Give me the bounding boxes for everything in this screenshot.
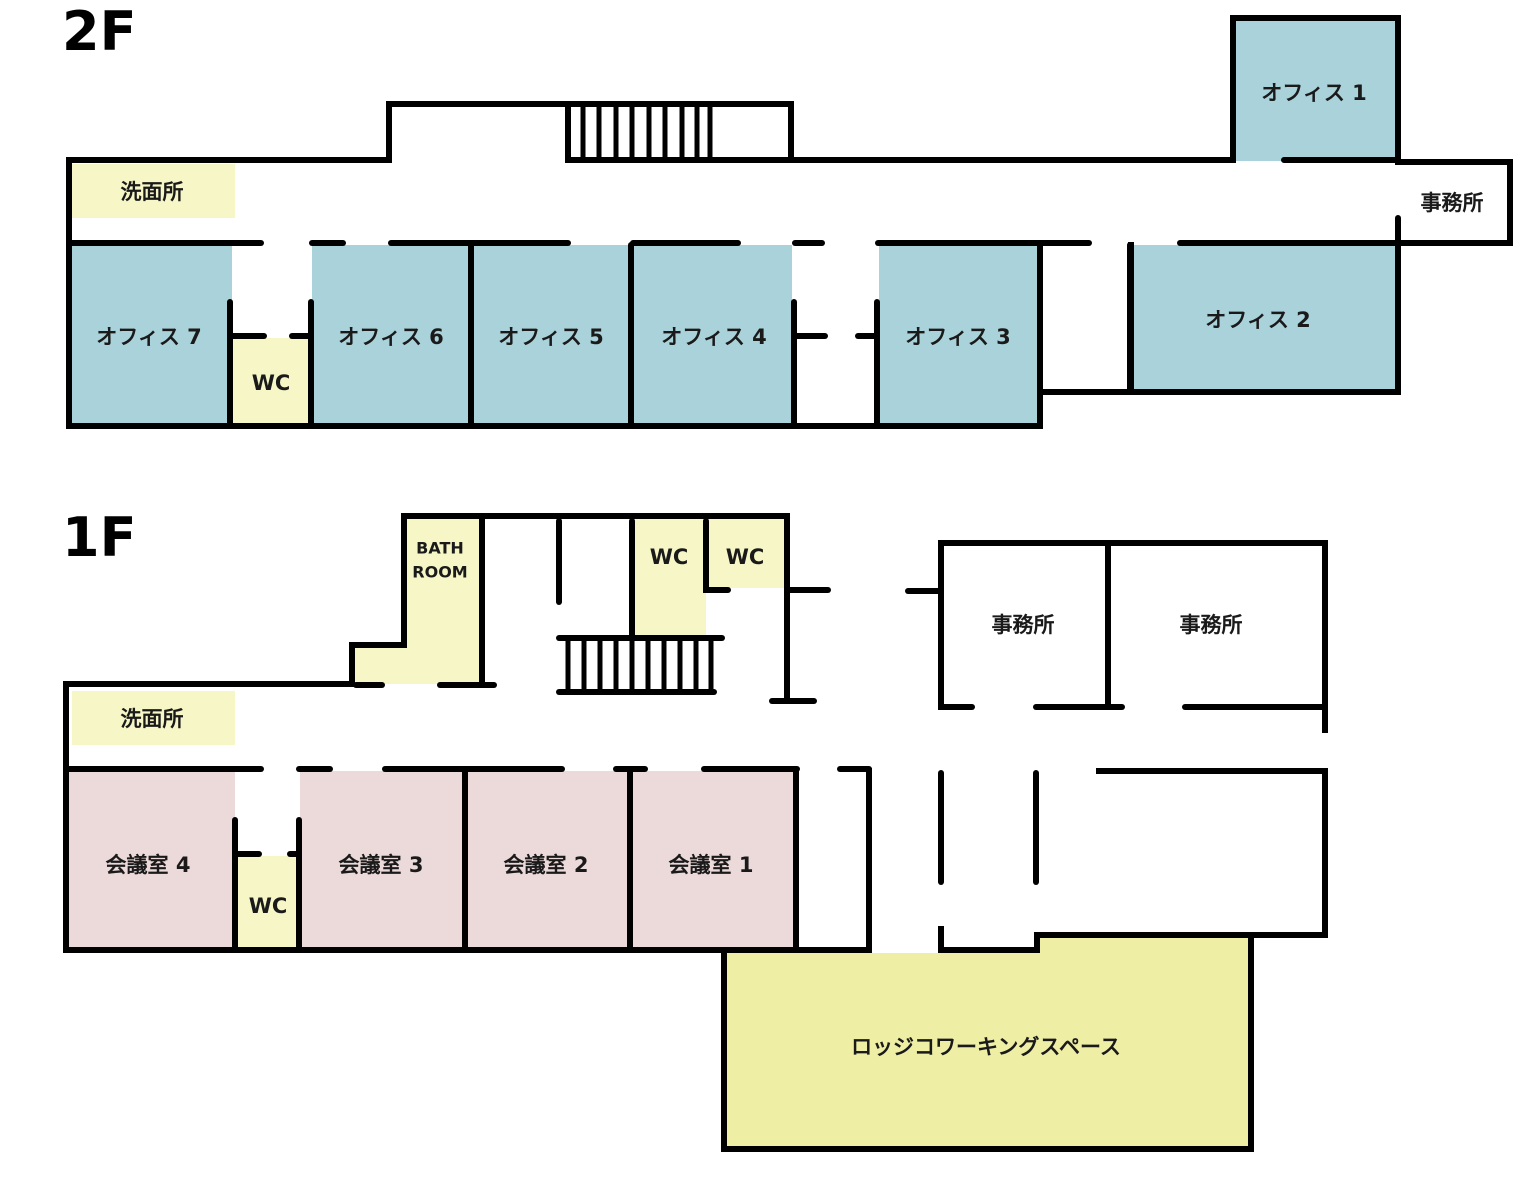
- room-2f-office4[interactable]: [633, 245, 792, 425]
- wall-1f-wc-b-left: [703, 518, 731, 593]
- label-1f-meeting4: 会議室 4: [106, 853, 191, 877]
- room-1f-meeting3[interactable]: [300, 771, 465, 949]
- wall-2f-corridor-stub: [1037, 242, 1134, 395]
- room-1f-wc-a[interactable]: [633, 518, 706, 636]
- room-2f-office7[interactable]: [72, 245, 232, 425]
- label-2f-office3: オフィス 3: [905, 325, 1011, 349]
- stairs-1f: [556, 635, 725, 695]
- label-1f-washroom: 洗面所: [121, 707, 184, 731]
- label-1f-bath-line1: BATH: [416, 539, 464, 558]
- label-2f-office2: オフィス 2: [1205, 308, 1311, 332]
- room-1f-wc-c[interactable]: [237, 856, 299, 949]
- wall-2f-bottom: [66, 241, 1043, 429]
- floor-2f-title: 2F: [62, 0, 136, 63]
- room-2f-office6[interactable]: [312, 245, 470, 425]
- label-2f-office4: オフィス 4: [661, 325, 767, 349]
- label-1f-bath-line2: ROOM: [412, 563, 467, 582]
- label-2f-office6: オフィス 6: [338, 325, 444, 349]
- room-1f-washroom[interactable]: [72, 691, 235, 745]
- room-2f-office3[interactable]: [879, 245, 1039, 425]
- floor-1f-title: 1F: [62, 506, 136, 569]
- wall-2f-office1: [1128, 15, 1513, 395]
- floor-2f: 2F: [62, 0, 1513, 429]
- label-2f-washroom: 洗面所: [121, 180, 184, 204]
- label-2f-office1: オフィス 1: [1261, 81, 1367, 105]
- room-2f-office1[interactable]: [1235, 21, 1397, 161]
- room-2f-office5[interactable]: [472, 245, 630, 425]
- label-1f-jimusho-b: 事務所: [1180, 613, 1243, 637]
- room-2f-office2[interactable]: [1131, 245, 1397, 391]
- label-1f-meeting2: 会議室 2: [504, 853, 589, 877]
- room-1f-bathroom[interactable]: [355, 518, 480, 684]
- label-2f-wc: WC: [252, 371, 291, 395]
- wall-2f-partitions: [227, 242, 1133, 429]
- label-1f-wc-c: WC: [249, 894, 288, 918]
- wall-1f-partitions: [232, 768, 799, 953]
- wall-1f-offices: [721, 540, 1328, 1152]
- label-2f-office5: オフィス 5: [498, 325, 604, 349]
- room-1f-coworking[interactable]: [724, 938, 1251, 1149]
- label-1f-meeting1: 会議室 1: [669, 853, 754, 877]
- label-1f-coworking: ロッジコワーキングスペース: [851, 1035, 1121, 1059]
- wall-2f-stair-box: [565, 101, 794, 163]
- wall-1f-bath: [349, 513, 790, 703]
- label-1f-wc-b: WC: [726, 545, 765, 569]
- room-1f-meeting2[interactable]: [467, 771, 630, 949]
- room-2f-wc[interactable]: [233, 338, 311, 425]
- floor-1f: 1F: [62, 506, 1328, 1152]
- label-1f-wc-a: WC: [650, 545, 689, 569]
- stairs-2f: [580, 107, 713, 158]
- room-1f-meeting4[interactable]: [68, 771, 235, 949]
- room-2f-washroom[interactable]: [72, 164, 235, 218]
- label-2f-office7: オフィス 7: [96, 325, 202, 349]
- label-1f-meeting3: 会議室 3: [339, 853, 424, 877]
- label-1f-jimusho-a: 事務所: [992, 613, 1055, 637]
- room-1f-meeting1[interactable]: [632, 771, 796, 949]
- room-1f-wc-b[interactable]: [706, 518, 786, 588]
- label-2f-jimusho: 事務所: [1421, 191, 1484, 215]
- wall-1f-outer-left: [63, 681, 872, 953]
